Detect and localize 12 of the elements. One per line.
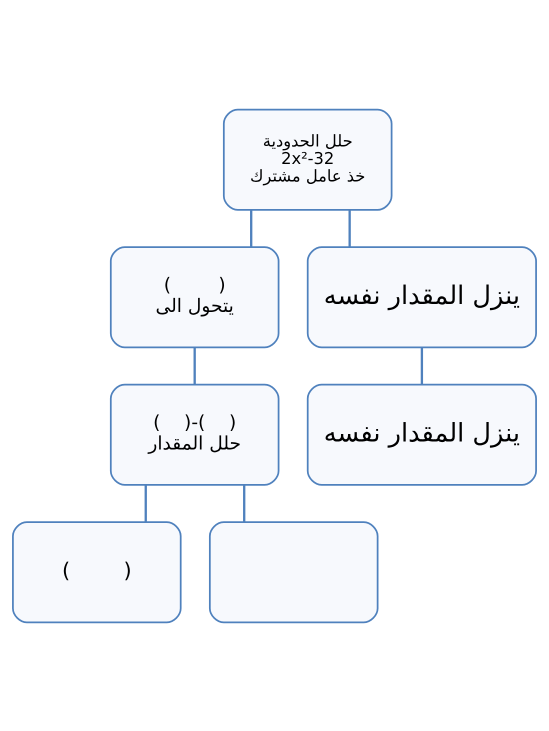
node-box (208, 520, 378, 623)
node-box: ( )-( ) حلل المقدار (110, 383, 280, 486)
node-box: ينزل المقدار نفسه (306, 383, 537, 486)
connector (420, 347, 424, 384)
connector (243, 484, 246, 522)
connector (144, 484, 147, 522)
connector (348, 210, 351, 246)
node-box: ( ) (12, 520, 182, 623)
connector (194, 347, 196, 384)
connector (250, 210, 252, 246)
node-box: ( ) يتحول الى (110, 246, 280, 348)
node-box: ينزل المقدار نفسه (306, 246, 537, 348)
